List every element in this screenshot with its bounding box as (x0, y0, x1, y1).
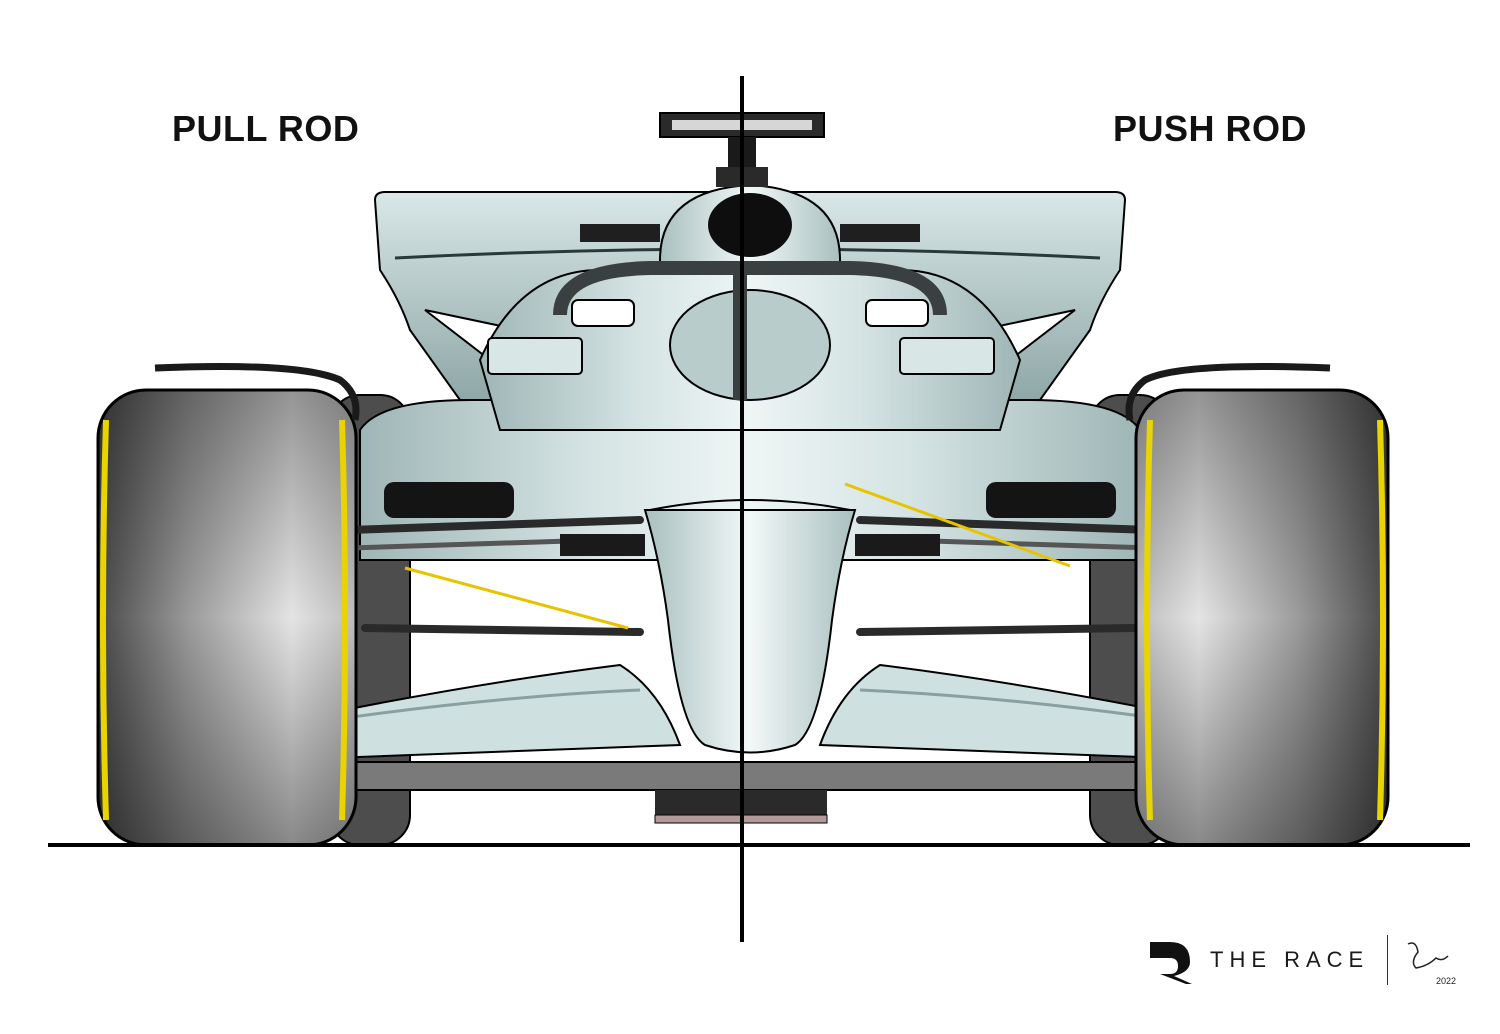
nose-cone (643, 498, 857, 754)
signature-year: 2022 (1436, 976, 1456, 986)
floor (339, 761, 1161, 824)
race-r-logo (1150, 942, 1192, 984)
push-rod-label: PUSH ROD (1113, 108, 1308, 149)
push-rod (844, 482, 1071, 568)
pull-rod (404, 566, 629, 630)
brand-divider (1387, 935, 1389, 985)
wheel-deflectors (154, 363, 1331, 421)
front-suspension (346, 482, 1154, 636)
pull-rod-label: PULL ROD (172, 108, 360, 149)
front-tyre-left (96, 388, 358, 847)
front-tyre-right (1134, 388, 1390, 847)
brand-block: THE RACE (1146, 932, 1406, 988)
brand-name: THE RACE (1210, 947, 1370, 972)
artist-signature: 2022 (1407, 942, 1456, 986)
